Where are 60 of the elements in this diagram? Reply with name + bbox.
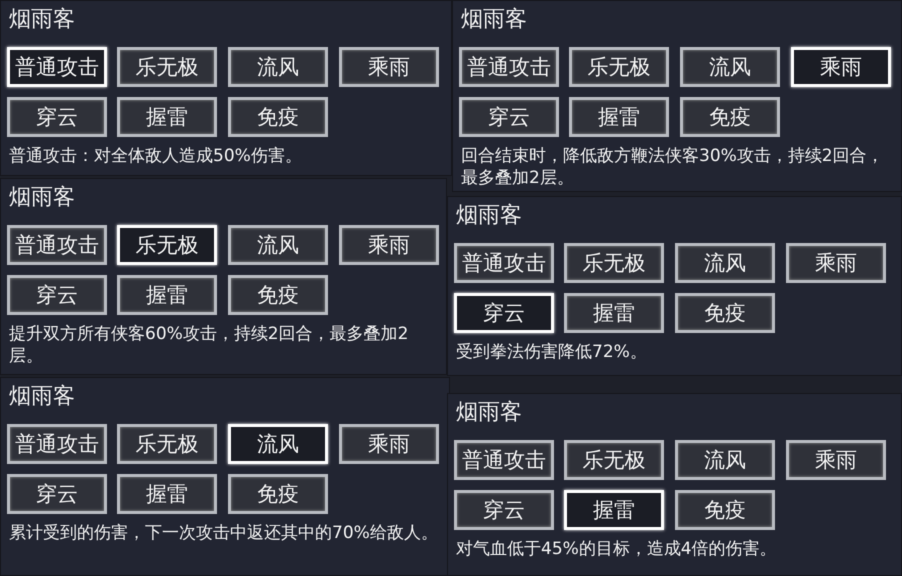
skill-button: 乐无极 (117, 47, 217, 87)
skill-button: 握雷 (117, 474, 217, 514)
skill-panel (447, 196, 902, 376)
skill-button: 握雷 (569, 97, 669, 137)
panel-title: 烟雨客 (456, 202, 522, 230)
skill-button: 握雷 (564, 293, 664, 333)
skill-button: 乐无极 (117, 424, 217, 464)
skill-button: 流风 (228, 225, 328, 265)
skill-button: 乘雨 (339, 424, 439, 464)
skill-button: 乐无极 (564, 440, 664, 480)
skill-button: 握雷 (117, 97, 217, 137)
skill-panel (0, 0, 452, 176)
skill-button: 普通攻击 (7, 47, 107, 87)
skill-button: 乐无极 (564, 243, 664, 283)
skill-panel (447, 393, 902, 576)
skill-button: 流风 (680, 47, 780, 87)
skill-button: 普通攻击 (459, 47, 559, 87)
skill-button: 普通攻击 (454, 243, 554, 283)
skill-button: 普通攻击 (7, 225, 107, 265)
skill-description: 回合结束时，降低敌方鞭法侠客30%攻击，持续2回合，最多叠加2层。 (461, 145, 885, 189)
skill-button: 穿云 (7, 97, 107, 137)
skill-button: 握雷 (117, 275, 217, 315)
skill-description: 对气血低于45%的目标，造成4倍的伤害。 (456, 538, 778, 560)
skill-button: 穿云 (454, 293, 554, 333)
skill-button: 流风 (675, 440, 775, 480)
skill-button: 免疫 (228, 474, 328, 514)
skill-button: 普通攻击 (454, 440, 554, 480)
skill-button: 普通攻击 (7, 424, 107, 464)
skill-button: 免疫 (680, 97, 780, 137)
skill-panel (0, 178, 447, 375)
skill-button: 握雷 (564, 490, 664, 530)
panel-title: 烟雨客 (456, 399, 522, 427)
skill-button: 免疫 (228, 97, 328, 137)
skill-description: 受到拳法伤害降低72%。 (456, 341, 648, 363)
skill-button: 免疫 (228, 275, 328, 315)
skill-button: 穿云 (7, 474, 107, 514)
panel-title: 烟雨客 (461, 6, 527, 34)
skill-button: 乐无极 (117, 225, 217, 265)
panel-title: 烟雨客 (9, 6, 75, 34)
skill-button: 免疫 (675, 490, 775, 530)
skill-button: 免疫 (675, 293, 775, 333)
skill-button: 乘雨 (786, 243, 886, 283)
skill-button: 穿云 (454, 490, 554, 530)
skill-button: 乐无极 (569, 47, 669, 87)
skill-description: 累计受到的伤害，下一次攻击中返还其中的70%给敌人。 (9, 522, 439, 544)
skill-button: 乘雨 (339, 47, 439, 87)
skill-button: 乘雨 (339, 225, 439, 265)
skill-button: 穿云 (459, 97, 559, 137)
skill-panel (452, 0, 902, 192)
skill-button: 乘雨 (786, 440, 886, 480)
skill-description: 提升双方所有侠客60%攻击，持续2回合，最多叠加2层。 (9, 323, 410, 367)
panel-title: 烟雨客 (9, 383, 75, 411)
panel-title: 烟雨客 (9, 184, 75, 212)
skill-button: 流风 (228, 47, 328, 87)
skill-button: 穿云 (7, 275, 107, 315)
skill-description: 普通攻击：对全体敌人造成50%伤害。 (9, 145, 303, 167)
skill-button: 流风 (675, 243, 775, 283)
skill-panel (0, 377, 450, 576)
skill-button: 流风 (228, 424, 328, 464)
skill-button: 乘雨 (791, 47, 891, 87)
